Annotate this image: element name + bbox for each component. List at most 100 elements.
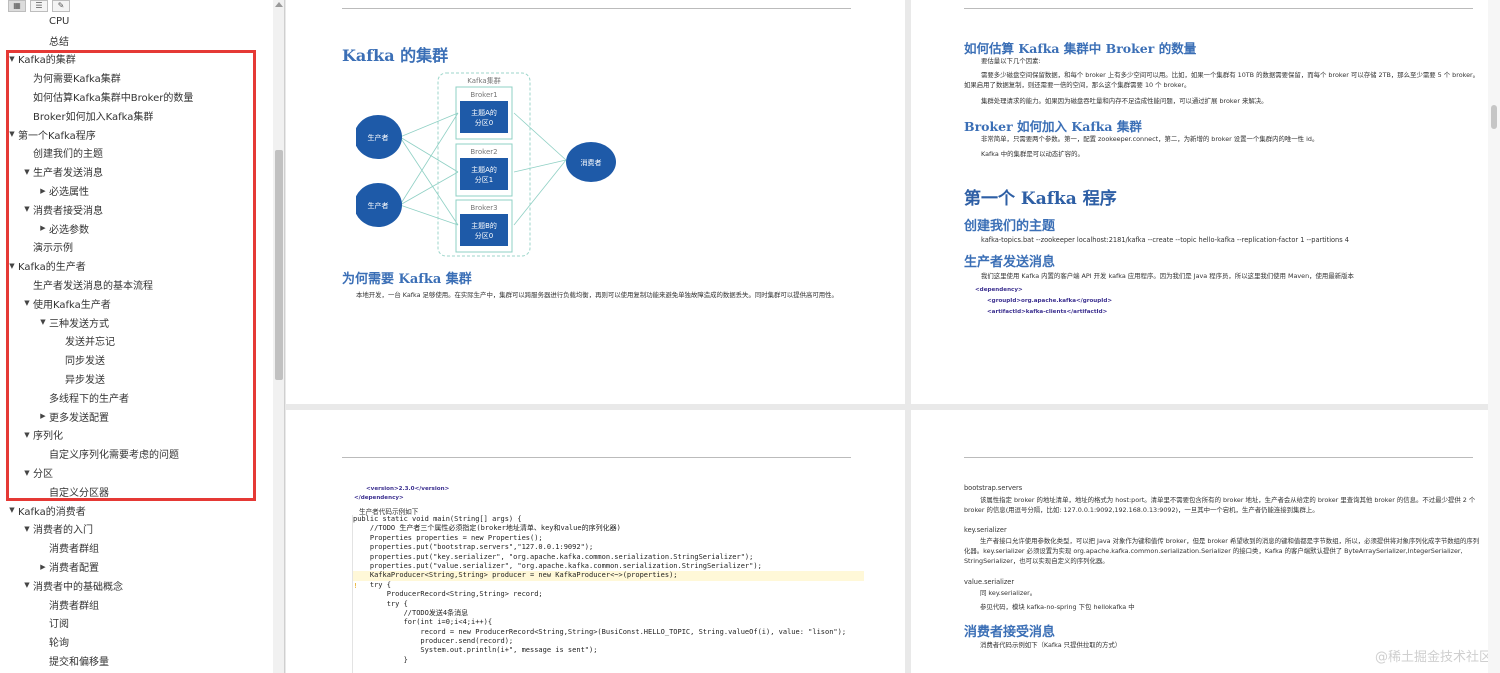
term-value-serializer: value.serializer: [964, 578, 1015, 586]
page-broker-estimate: 如何估算 Kafka 集群中 Broker 的数量 要估量以下几个因素: 需要多…: [911, 0, 1500, 404]
outline-item[interactable]: 创建我们的主题: [0, 144, 273, 163]
expand-toggle-icon[interactable]: ▼: [24, 299, 30, 308]
outline-item-label: 使用Kafka生产者: [33, 299, 111, 311]
outline-item[interactable]: 生产者发送消息的基本流程: [0, 275, 273, 294]
code-line: Properties properties = new Properties()…: [353, 533, 543, 542]
collapse-toggle-icon[interactable]: ▶: [40, 224, 46, 233]
outline-item[interactable]: 异步发送: [0, 369, 273, 388]
outline-item[interactable]: 总结: [0, 31, 273, 50]
header-rule: [342, 457, 851, 458]
para-estimate-throughput: 集群处理请求的能力。如果因为磁盘吞吐量和内存不足造成性能问题，可以通过扩展 br…: [981, 97, 1268, 105]
outline-item[interactable]: ▼Kafka的生产者: [0, 256, 273, 275]
expand-toggle-icon[interactable]: ▼: [24, 581, 30, 590]
code-line: producer.send(record);: [353, 637, 514, 646]
expand-toggle-icon[interactable]: ▼: [24, 468, 30, 477]
outline-item[interactable]: 同步发送: [0, 350, 273, 369]
outline-view-button[interactable]: ☰: [30, 0, 48, 12]
code-caption: 生产者代码示例如下: [359, 508, 419, 516]
sidebar-scroll-thumb[interactable]: [275, 150, 283, 380]
outline-item-label: Broker如何加入Kafka集群: [33, 111, 154, 123]
outline-item[interactable]: ▶必选参数: [0, 219, 273, 238]
outline-item[interactable]: ▼消费者的入门: [0, 520, 273, 539]
document-scrollbar[interactable]: [1488, 0, 1500, 673]
outline-item[interactable]: 自定义分区器: [0, 482, 273, 501]
outline-item-label: Kafka的生产者: [18, 262, 86, 274]
outline-item[interactable]: ▶消费者配置: [0, 557, 273, 576]
outline-item-label: 生产者发送消息的基本流程: [33, 281, 153, 293]
outline-item[interactable]: ▼消费者中的基础概念: [0, 576, 273, 595]
code-line: properties.put("value.serializer", "org.…: [353, 561, 762, 570]
header-rule: [964, 457, 1473, 458]
sidebar-scrollbar[interactable]: [273, 0, 284, 673]
outline-item[interactable]: ▼分区: [0, 463, 273, 482]
heading-kafka-cluster: Kafka 的集群: [342, 46, 449, 65]
outline-item[interactable]: 如何估算Kafka集群中Broker的数量: [0, 87, 273, 106]
outline-item[interactable]: ▶更多发送配置: [0, 407, 273, 426]
sidebar-toolbar: ▦ ☰ ✎: [0, 0, 284, 12]
broker2-label: Broker2: [470, 148, 497, 156]
outline-item[interactable]: 消费者群组: [0, 595, 273, 614]
page-producer-code: <version>2.3.0</version> </dependency> 生…: [286, 410, 905, 673]
outline-item[interactable]: ▼序列化: [0, 426, 273, 445]
expand-toggle-icon[interactable]: ▼: [9, 130, 15, 139]
expand-toggle-icon[interactable]: ▼: [9, 261, 15, 270]
outline-item-label: 生产者发送消息: [33, 168, 103, 180]
grid-icon: ▦: [13, 1, 21, 10]
broker1-partition: [460, 101, 508, 133]
outline-item[interactable]: 提交和偏移量: [0, 651, 273, 670]
expand-toggle-icon[interactable]: ▼: [24, 430, 30, 439]
outline-item-label: 异步发送: [65, 375, 105, 387]
outline-item-label: 轮询: [49, 638, 69, 650]
para-dynamic-scale: Kafka 中的集群是可以动态扩容的。: [981, 150, 1084, 158]
outline-item[interactable]: ▼使用Kafka生产者: [0, 294, 273, 313]
topic-command: kafka-topics.bat --zookeeper localhost:2…: [981, 236, 1349, 244]
scroll-up-arrow-icon[interactable]: [275, 2, 283, 7]
broker3-partition: [460, 214, 508, 246]
collapse-toggle-icon[interactable]: ▶: [40, 562, 46, 571]
code-line: properties.put("key.serializer", "org.ap…: [353, 552, 754, 561]
thumbnail-view-button[interactable]: ▦: [8, 0, 26, 12]
broker3-box: [455, 199, 513, 253]
outline-item[interactable]: CPU: [0, 12, 273, 31]
outline-item[interactable]: ▼消费者接受消息: [0, 200, 273, 219]
collapse-toggle-icon[interactable]: ▶: [40, 186, 46, 195]
expand-toggle-icon[interactable]: ▼: [9, 506, 15, 515]
broker2-partition: [460, 158, 508, 190]
outline-item[interactable]: ▼Kafka的消费者: [0, 501, 273, 520]
expand-toggle-icon[interactable]: ▼: [40, 318, 46, 327]
expand-toggle-icon[interactable]: ▼: [24, 205, 30, 214]
outline-item[interactable]: 多线程下的生产者: [0, 388, 273, 407]
outline-item-label: 序列化: [33, 431, 63, 443]
outline-item-label: Kafka的消费者: [18, 506, 86, 518]
collapse-toggle-icon[interactable]: ▶: [40, 412, 46, 421]
header-rule: [964, 8, 1473, 9]
outline-item[interactable]: 演示示例: [0, 238, 273, 257]
outline-item[interactable]: ▼Kafka的集群: [0, 50, 273, 69]
outline-item[interactable]: ▼三种发送方式: [0, 313, 273, 332]
outline-item[interactable]: 自定义序列化需要考虑的问题: [0, 444, 273, 463]
outline-item[interactable]: 发送并忘记: [0, 332, 273, 351]
outline-item[interactable]: Broker如何加入Kafka集群: [0, 106, 273, 125]
outline-item[interactable]: ▼第一个Kafka程序: [0, 125, 273, 144]
consumer-node: [566, 142, 616, 182]
heading-consumer-receive: 消费者接受消息: [964, 625, 1056, 640]
para-producer-send: 我们这里使用 Kafka 内置的客户端 API 开发 kafka 应用程序。因为…: [981, 272, 1354, 280]
outline-item[interactable]: 轮询: [0, 632, 273, 651]
para-see-code: 参见代码，模块 kafka-no-spring 下包 hellokafka 中: [980, 603, 1135, 611]
outline-item-label: 发送并忘记: [65, 337, 115, 349]
outline-item-label: 消费者群组: [49, 600, 99, 612]
outline-item[interactable]: ▼生产者发送消息: [0, 162, 273, 181]
outline-item[interactable]: 订阅: [0, 614, 273, 633]
para-broker-join: 非常简单，只需要两个参数。第一，配置 zookeeper.connect，第二，…: [981, 135, 1319, 143]
outline-item[interactable]: 消费者群组: [0, 538, 273, 557]
consumer-label: 消费者: [581, 158, 602, 167]
xml-dependency-open: <dependency>: [975, 287, 1023, 293]
expand-toggle-icon[interactable]: ▼: [9, 54, 15, 63]
document-scroll-thumb[interactable]: [1491, 105, 1497, 129]
outline-item[interactable]: ▶必选属性: [0, 181, 273, 200]
outline-item[interactable]: 为何需要Kafka集群: [0, 68, 273, 87]
attachment-view-button[interactable]: ✎: [52, 0, 70, 12]
expand-toggle-icon[interactable]: ▼: [24, 524, 30, 533]
expand-toggle-icon[interactable]: ▼: [24, 167, 30, 176]
